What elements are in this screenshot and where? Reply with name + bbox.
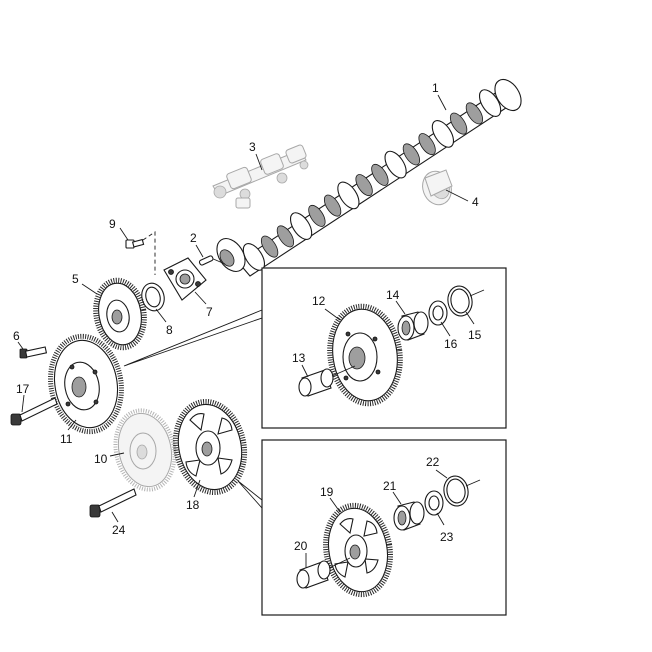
rocker-arm-assembly xyxy=(212,144,309,209)
callout-12: 12 xyxy=(312,294,326,308)
gear-18 xyxy=(172,398,248,496)
callout-15: 15 xyxy=(468,328,482,342)
callout-22: 22 xyxy=(426,455,440,469)
bolt-17 xyxy=(10,397,58,426)
idler-gear xyxy=(48,333,124,435)
callout-1: 1 xyxy=(432,81,439,95)
callout-3: 3 xyxy=(249,140,256,154)
camshaft-journal xyxy=(478,89,502,117)
idler-gear-detail xyxy=(327,303,403,407)
callout-2: 2 xyxy=(190,231,197,245)
callout-16: 16 xyxy=(444,337,458,351)
camshaft-lobe xyxy=(465,102,484,125)
camshaft-lobe xyxy=(323,194,342,217)
callout-11: 11 xyxy=(60,432,73,446)
thrust-washer-23 xyxy=(424,490,444,516)
camshaft-lobe xyxy=(449,112,468,135)
idler-shaft xyxy=(298,365,356,397)
camshaft-journal xyxy=(431,120,455,148)
leader-lines xyxy=(17,94,475,568)
callout-6: 6 xyxy=(13,329,20,343)
callout-8: 8 xyxy=(166,323,173,337)
camshaft-lobe xyxy=(355,174,373,197)
callout-10: 10 xyxy=(94,452,108,466)
callout-labels: 1 2 3 4 5 6 7 8 9 10 11 12 13 14 15 16 1… xyxy=(13,81,482,553)
callout-14: 14 xyxy=(386,288,400,302)
dowel-pin xyxy=(198,255,214,266)
bolt-24 xyxy=(89,488,137,518)
camshaft-bearing xyxy=(422,169,453,206)
callout-23: 23 xyxy=(440,530,454,544)
snap-ring-15 xyxy=(447,285,473,317)
detail-box-upper xyxy=(123,267,507,429)
callout-20: 20 xyxy=(294,539,308,553)
thrust-plate xyxy=(163,257,207,301)
camshaft-lobe xyxy=(308,204,326,227)
camshaft-lobe xyxy=(260,235,279,258)
callout-17: 17 xyxy=(16,382,30,396)
camshaft-lobe xyxy=(371,163,389,186)
camshaft-lobe xyxy=(418,133,436,156)
callout-18: 18 xyxy=(186,498,200,512)
thrust-washer-16 xyxy=(428,300,448,326)
needle-bearing-21 xyxy=(393,501,425,531)
callout-4: 4 xyxy=(472,195,479,209)
callout-9: 9 xyxy=(109,217,116,231)
needle-bearing xyxy=(397,311,429,341)
camshaft-journal xyxy=(337,181,360,210)
bolt-9 xyxy=(125,231,156,275)
callout-5: 5 xyxy=(72,272,79,286)
callout-13: 13 xyxy=(292,351,306,365)
bolt-6 xyxy=(19,346,48,359)
camshaft-journal xyxy=(289,212,313,240)
callout-7: 7 xyxy=(206,305,213,319)
camshaft-gear xyxy=(93,277,147,351)
snap-ring-22 xyxy=(443,475,469,507)
spacer-ring xyxy=(141,282,165,312)
camshaft-lobe xyxy=(402,143,421,166)
camshaft-lobe xyxy=(276,225,295,248)
gear-detail-19 xyxy=(323,502,393,598)
camshaft-journal xyxy=(384,150,407,179)
callout-19: 19 xyxy=(320,485,334,499)
callout-21: 21 xyxy=(383,479,397,493)
callout-24: 24 xyxy=(112,523,126,537)
gear-10-ghost xyxy=(113,408,177,492)
detail-box-lower xyxy=(237,439,507,616)
gear-shaft-20 xyxy=(296,557,351,589)
camshaft xyxy=(210,78,522,277)
